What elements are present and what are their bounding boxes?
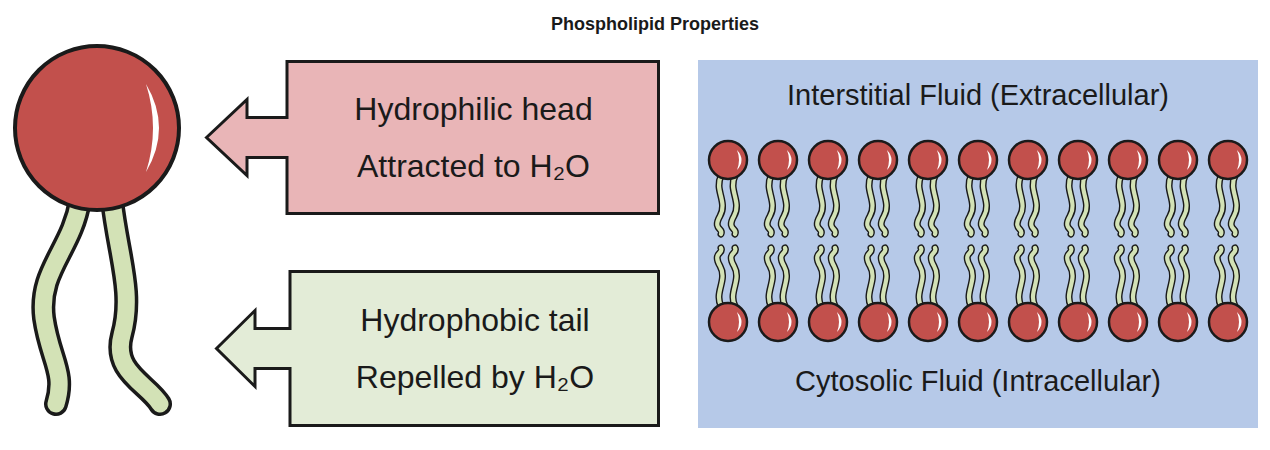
- diagram-title: Phospholipid Properties: [551, 14, 759, 36]
- fluid-label: Cytosolic Fluid (Intracellular): [795, 364, 1161, 399]
- fluid-panel: Interstitial Fluid (Extracellular) Cytoso…: [698, 60, 1258, 428]
- callout-text: Attracted to H₂O: [357, 147, 590, 185]
- callout-text: Hydrophobic tail: [360, 301, 589, 339]
- arrow-outline: [205, 60, 660, 215]
- fluid-panel: [698, 60, 1258, 428]
- hydrophilic-callout: Hydrophilic headAttracted to H₂O: [205, 60, 660, 215]
- phospholipid-head: [15, 46, 179, 210]
- phospholipid-tails: [43, 200, 160, 404]
- lipid-bilayer: [709, 141, 1247, 341]
- hydrophobic-callout: Hydrophobic tailRepelled by H₂O: [215, 270, 660, 427]
- arrow-outline: [215, 270, 660, 427]
- callout-text: Repelled by H₂O: [356, 358, 594, 396]
- callout-text: Hydrophilic head: [354, 90, 592, 128]
- fluid-label: Interstitial Fluid (Extracellular): [787, 78, 1169, 113]
